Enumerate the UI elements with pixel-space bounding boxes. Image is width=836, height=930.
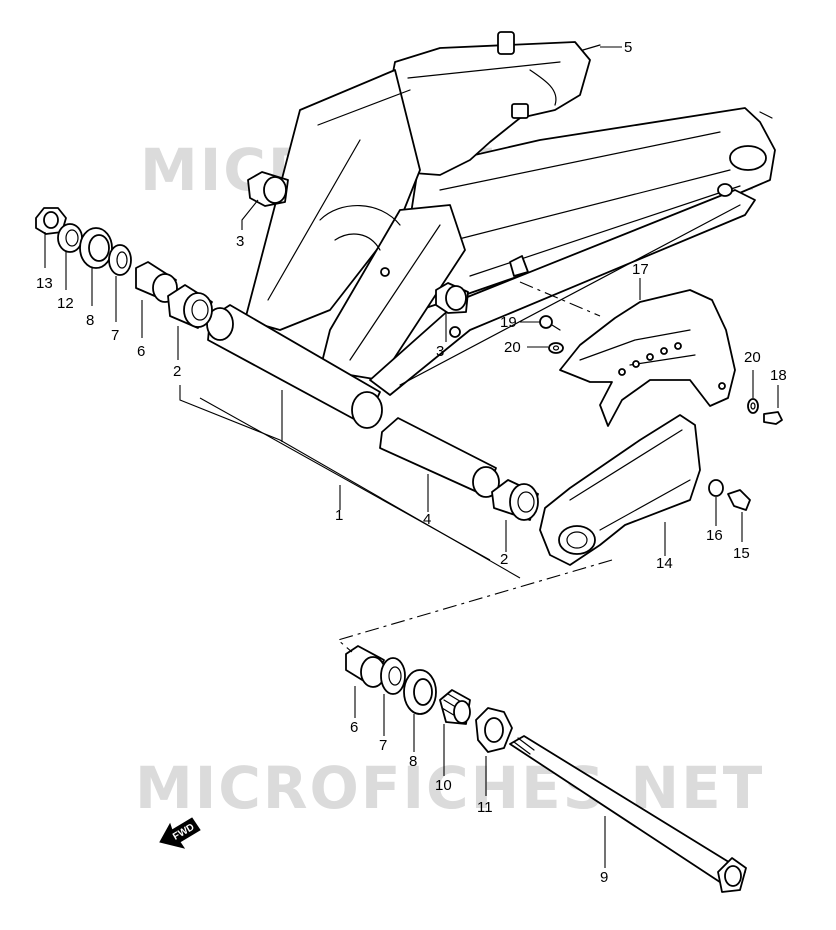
assembly-bracket [179,385,521,579]
spacer-6-left [135,261,178,303]
bolt-15 [727,489,751,511]
bearing-2-left [167,284,213,329]
callout-17: 17 [632,261,649,278]
seal-8-lower [403,669,437,715]
nut-11 [475,707,513,753]
callout-2-left: 2 [173,363,181,380]
bearing-2-right [491,479,539,521]
swingarm-body [206,31,776,429]
washer-12 [57,223,83,253]
callout-7-left: 7 [111,327,119,344]
washer-20-upper [548,342,564,354]
collar-16 [708,479,724,497]
fwd-arrow-icon: FWD [159,817,201,849]
callout-14: 14 [656,555,673,572]
watermark-bottom: MICROFICHES.NET [135,754,764,822]
centerline-lower [336,559,613,653]
callout-13: 13 [36,275,53,292]
callout-3-upper: 3 [236,233,244,250]
callout-18: 18 [770,367,787,384]
callout-15: 15 [733,545,750,562]
callout-12: 12 [57,295,74,312]
callout-8-left: 8 [86,312,94,329]
leader-lines [44,46,779,868]
callout-6-left: 6 [137,343,145,360]
callout-4: 4 [423,511,431,528]
callout-5: 5 [624,39,632,56]
callout-7-lower: 7 [379,737,387,754]
callout-10: 10 [435,777,452,794]
pivot-tube-4 [379,417,500,498]
callout-11: 11 [477,799,493,816]
callout-8-lower: 8 [409,753,417,770]
adjuster-10 [439,689,471,725]
bolt-18 [763,411,783,425]
screw-19 [539,315,561,331]
washer-20-lower [747,398,759,414]
callout-19: 19 [500,314,517,331]
axle-9 [509,735,747,893]
collar-3-lower [435,282,469,314]
callout-20-right: 20 [744,349,761,366]
callout-9: 9 [600,869,608,886]
callout-1: 1 [335,507,343,524]
washer-7-left [108,244,132,276]
callout-2-right: 2 [500,551,508,568]
callout-20-left: 20 [504,339,521,356]
chain-guard-17 [559,289,736,427]
callout-labels: 5 3 13 12 8 7 6 2 3 17 19 20 20 18 1 4 2… [36,39,787,886]
callout-3-lower: 3 [436,343,444,360]
callout-16: 16 [706,527,723,544]
collar-3-upper [247,171,289,207]
callout-6-lower: 6 [350,719,358,736]
chain-buffer-14 [539,414,701,566]
washer-7-lower [380,657,406,695]
seal-8-left [79,227,113,269]
